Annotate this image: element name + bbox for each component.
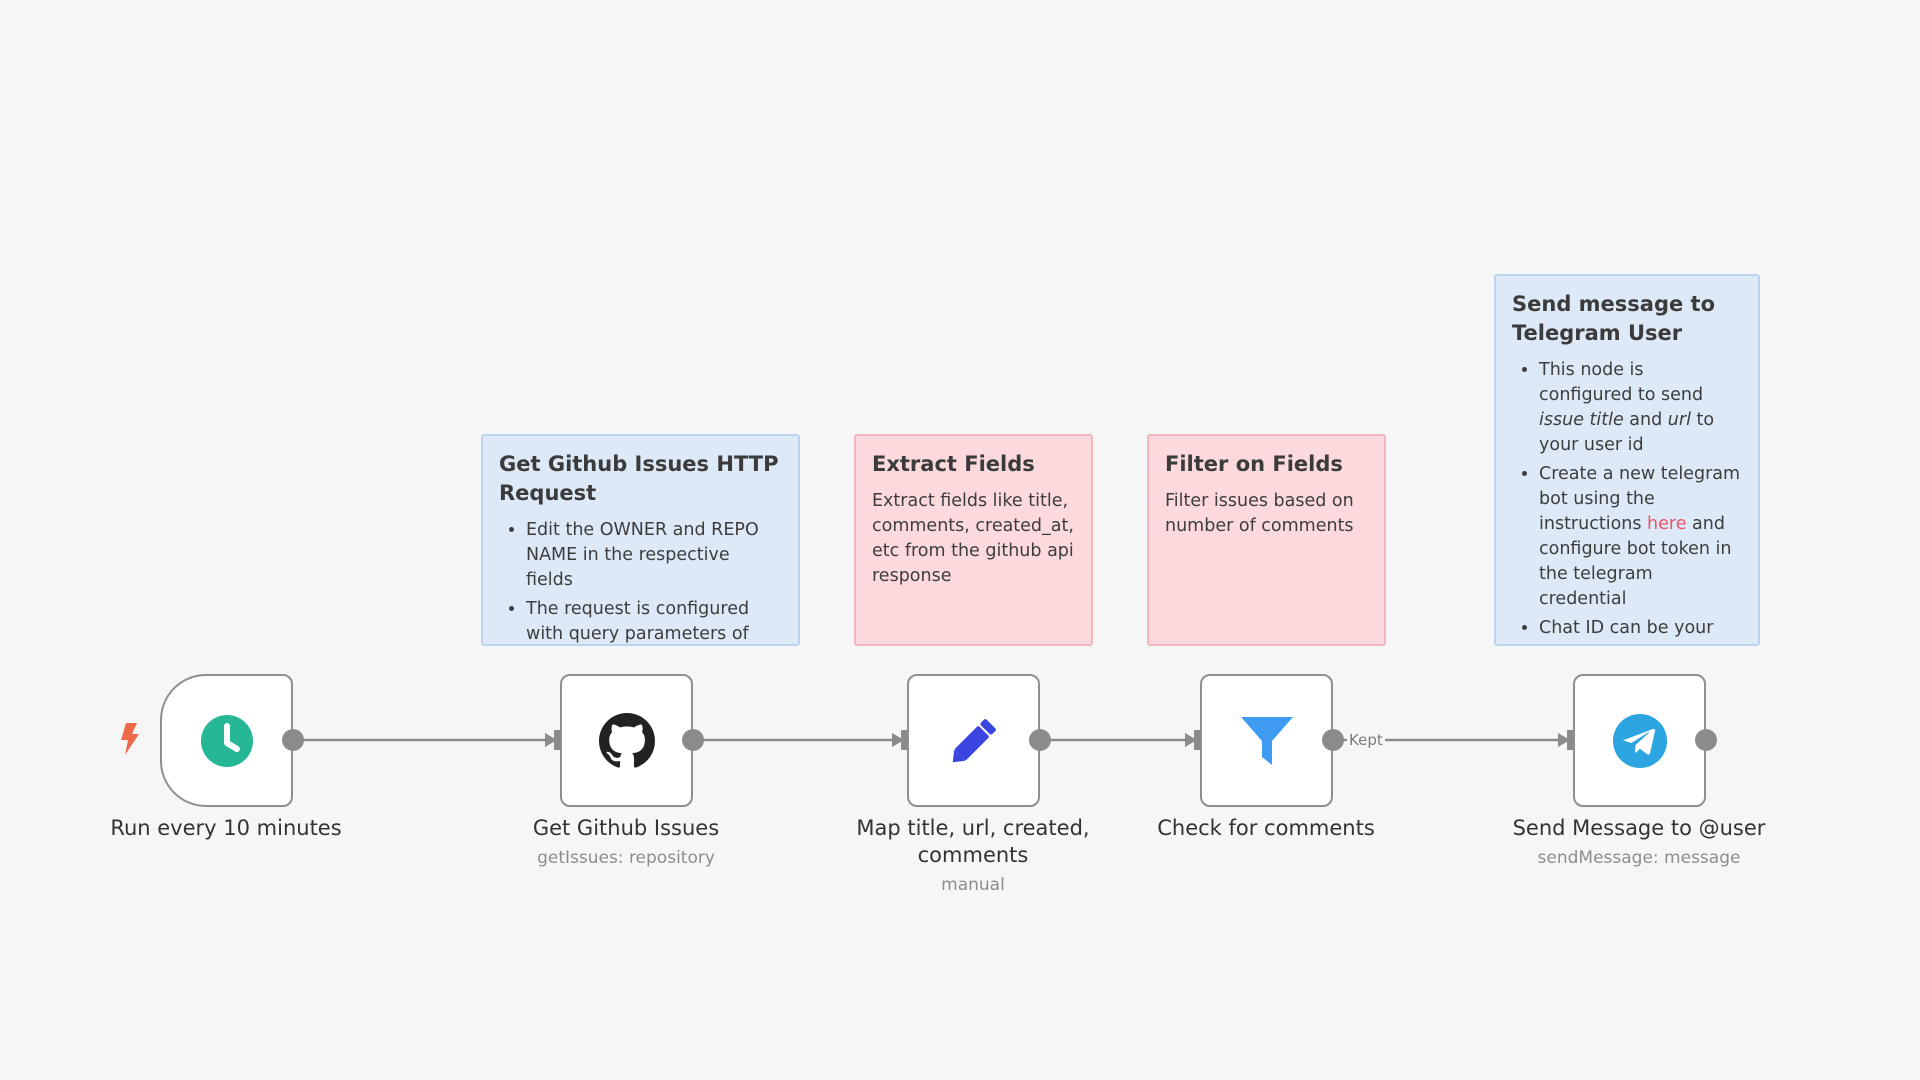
sticky-title: Filter on Fields: [1165, 452, 1343, 476]
input-handle[interactable]: [1194, 730, 1202, 750]
sticky-bullet: Edit the OWNER and REPO NAME in the resp…: [526, 518, 782, 593]
sticky-title: Send message to Telegram User: [1512, 292, 1716, 345]
sticky-note-extract-fields[interactable]: Extract Fields Extract fields like title…: [854, 434, 1093, 646]
sticky-bullet-list: Edit the OWNER and REPO NAME in the resp…: [499, 518, 782, 644]
clock-icon: [200, 714, 253, 767]
sticky-title: Get Github Issues HTTP Request: [499, 452, 779, 505]
sticky-body: Filter issues based on number of comment…: [1165, 491, 1354, 536]
input-handle[interactable]: [901, 730, 909, 750]
node-map-fields[interactable]: [907, 674, 1040, 807]
node-schedule-trigger[interactable]: [160, 674, 293, 807]
instructions-link[interactable]: here: [1647, 514, 1687, 534]
node-title: Run every 10 minutes: [110, 816, 342, 840]
node-get-github-issues[interactable]: [560, 674, 693, 807]
sticky-bullet: Chat ID can be your username or your use…: [1539, 616, 1742, 644]
output-handle-kept[interactable]: [1322, 729, 1344, 751]
sticky-bullet: This node is configured to send issue ti…: [1539, 358, 1742, 458]
arrow-head: [892, 733, 904, 747]
sticky-note-github-request[interactable]: Get Github Issues HTTP Request Edit the …: [481, 434, 800, 646]
input-handle[interactable]: [554, 730, 562, 750]
node-title: Send Message to @user: [1512, 816, 1766, 840]
sticky-bullet-list: This node is configured to send issue ti…: [1512, 358, 1742, 644]
node-title: Map title, url, created, comments: [856, 816, 1090, 867]
input-handle[interactable]: [1567, 730, 1575, 750]
edge-label-kept: Kept: [1347, 731, 1385, 749]
arrow-head: [1185, 733, 1197, 747]
node-check-for-comments[interactable]: [1200, 674, 1333, 807]
node-title: Get Github Issues: [532, 816, 720, 840]
node-subtitle: manual: [941, 875, 1005, 895]
github-icon: [598, 712, 655, 768]
arrow-head: [1558, 733, 1570, 747]
sticky-note-telegram[interactable]: Send message to Telegram User This node …: [1494, 274, 1760, 646]
sticky-bullet: Create a new telegram bot using the inst…: [1539, 462, 1742, 612]
trigger-bolt-icon: [121, 723, 139, 755]
sticky-title: Extract Fields: [872, 452, 1035, 476]
sticky-note-filter-fields[interactable]: Filter on Fields Filter issues based on …: [1147, 434, 1386, 646]
filter-icon: [1240, 716, 1293, 765]
telegram-icon: [1612, 713, 1667, 768]
output-handle[interactable]: [282, 729, 304, 751]
node-send-telegram-message[interactable]: [1573, 674, 1706, 807]
sticky-bullet: The request is configured with query par…: [526, 597, 782, 644]
output-handle[interactable]: [1029, 729, 1051, 751]
arrow-head: [545, 733, 557, 747]
node-title: Check for comments: [1157, 816, 1375, 840]
node-subtitle: getIssues: repository: [537, 848, 715, 868]
output-handle[interactable]: [1695, 729, 1717, 751]
sticky-body: Extract fields like title, comments, cre…: [872, 491, 1074, 586]
output-handle[interactable]: [682, 729, 704, 751]
pencil-icon: [952, 718, 996, 762]
node-subtitle: sendMessage: message: [1537, 848, 1741, 868]
